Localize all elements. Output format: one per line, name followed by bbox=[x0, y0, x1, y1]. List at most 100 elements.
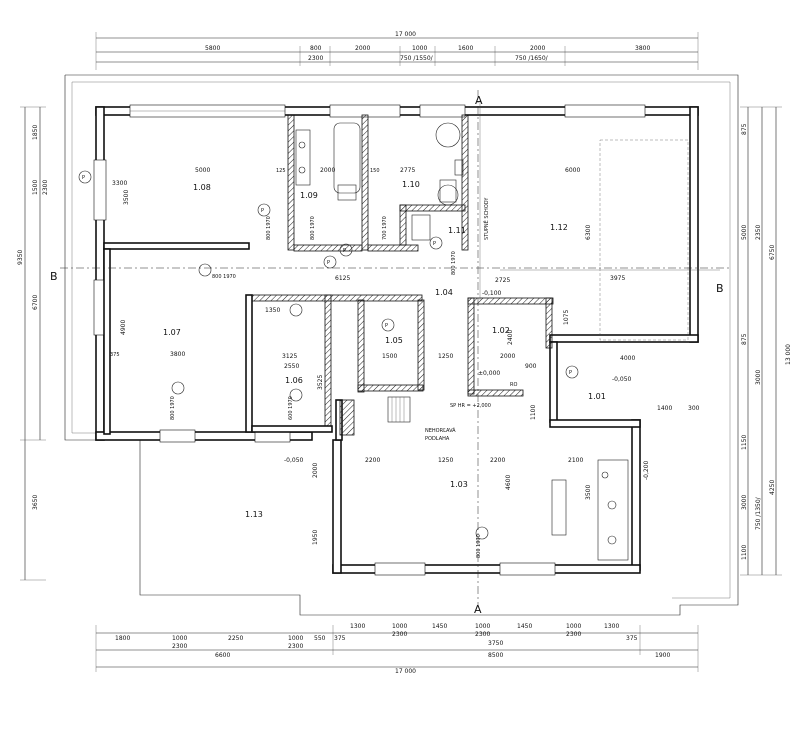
dim-left-4: 9350 bbox=[17, 250, 24, 265]
room-107: 1.07 bbox=[163, 328, 181, 337]
dim-right-7: 3000 bbox=[755, 370, 762, 385]
room-labels: 1.08 1.09 1.10 1.11 1.12 1.07 1.04 1.02 … bbox=[163, 180, 606, 519]
markers: P P P P P P P bbox=[78, 170, 579, 540]
level-2: ±0,000 bbox=[478, 370, 500, 377]
dim-bot-2: 1000 bbox=[172, 635, 187, 642]
level-5: -0,200 bbox=[643, 460, 650, 480]
inner-dim-35: 900 bbox=[525, 363, 537, 370]
dim-left-3: 2300 bbox=[42, 180, 49, 195]
stairs bbox=[387, 396, 411, 423]
dim-right-9: 3000 bbox=[741, 495, 748, 510]
marker-4: P bbox=[569, 370, 572, 376]
inner-dim-33: 2725 bbox=[495, 277, 510, 284]
dim-bot-10: 1450 bbox=[517, 623, 532, 630]
inner-dim-6: 150 bbox=[370, 168, 380, 174]
door-label-1: 800 1970 bbox=[266, 216, 272, 240]
marker-6: P bbox=[343, 248, 346, 254]
inner-dim-29: 1950 bbox=[312, 530, 319, 545]
inner-dim-36: 1100 bbox=[530, 405, 537, 420]
inner-dim-17: 3525 bbox=[317, 375, 324, 390]
dim-bot-11: 1000 bbox=[566, 623, 581, 630]
inner-dim-30: 2000 bbox=[312, 463, 319, 478]
inner-dim-18: 1500 bbox=[382, 353, 397, 360]
section-a-top: A bbox=[475, 94, 483, 107]
dim-top-4: 1000 bbox=[412, 45, 427, 52]
section-b-right: B bbox=[716, 282, 724, 295]
door-label-2: 800 1970 bbox=[310, 216, 316, 240]
inner-dim-8: 6000 bbox=[565, 167, 580, 174]
inner-dim-16: 2550 bbox=[284, 363, 299, 370]
notes: STUPNĚ SCHODY NEHORĽAVÁ PODLAHA SP HR = … bbox=[425, 197, 517, 442]
door-label-4: 800 1970 bbox=[212, 274, 236, 280]
door-label-5: 800 1970 bbox=[170, 396, 176, 420]
dim-bot-misc-1: 375 bbox=[334, 635, 346, 642]
dim-bot-misc-3: 3750 bbox=[488, 640, 503, 647]
level-4: -0,050 bbox=[284, 457, 304, 464]
dim-right-12: 750 /1350/ bbox=[755, 496, 762, 530]
door-label-3: 700 1970 bbox=[382, 216, 388, 240]
marker-7: P bbox=[327, 260, 330, 266]
room-105: 1.05 bbox=[385, 336, 403, 345]
inner-dim-7: 2775 bbox=[400, 167, 415, 174]
dim-bot-5: 550 bbox=[314, 635, 326, 642]
inner-dim-3: 3500 bbox=[123, 190, 130, 205]
inner-dim-28: 4600 bbox=[505, 475, 512, 490]
marker-5: P bbox=[385, 323, 388, 329]
bottom-dimensions: 1800 1000 2250 1000 550 1300 1000 1450 1… bbox=[95, 623, 699, 675]
dim-top-r2-1: 2300 bbox=[308, 55, 323, 62]
inner-dim-4: 125 bbox=[276, 168, 286, 174]
marker-3: P bbox=[433, 241, 436, 247]
dim-right-5: 875 bbox=[741, 333, 748, 345]
inner-dimensions: 5000 3300 3500 125 2000 150 2775 6000 61… bbox=[110, 167, 700, 545]
dim-left-6: 3650 bbox=[32, 495, 39, 510]
dim-bot-misc-2: 375 bbox=[626, 635, 638, 642]
bath-fixtures bbox=[295, 122, 464, 241]
dim-right-3: 2350 bbox=[755, 225, 762, 240]
note-stairs: STUPNĚ SCHODY bbox=[482, 197, 490, 240]
dim-top-3: 2000 bbox=[355, 45, 370, 52]
inner-dim-32: 300 bbox=[688, 405, 700, 412]
inner-dim-2: 3300 bbox=[112, 180, 127, 187]
inner-dim-26: 2100 bbox=[568, 457, 583, 464]
inner-dim-11: 4900 bbox=[120, 320, 127, 335]
section-lines: A A B B bbox=[50, 90, 730, 616]
inner-dim-20: 2000 bbox=[500, 353, 515, 360]
top-dimensions: 17 000 5800 800 2000 1000 1600 2000 3800… bbox=[95, 31, 699, 70]
inner-dim-23: 2200 bbox=[365, 457, 380, 464]
note-sphr: SP HR = +2,000 bbox=[450, 403, 491, 409]
inner-dim-14: 1350 bbox=[265, 307, 280, 314]
level-3: -0,050 bbox=[612, 376, 632, 383]
room-103: 1.03 bbox=[450, 480, 468, 489]
room-106: 1.06 bbox=[285, 376, 303, 385]
dim-top-2: 800 bbox=[310, 45, 322, 52]
levels: -0,100 ±0,000 -0,050 -0,050 -0,200 bbox=[284, 290, 650, 480]
marker-1: P bbox=[82, 175, 85, 181]
inner-dim-37: 6300 bbox=[585, 225, 592, 240]
dim-right-1: 875 bbox=[741, 123, 748, 135]
inner-dim-5: 2000 bbox=[320, 167, 335, 174]
door-label-6: 600 1970 bbox=[288, 396, 294, 420]
inner-dim-31: 1400 bbox=[657, 405, 672, 412]
room-104: 1.04 bbox=[435, 288, 453, 297]
dim-top-r2-3: 750 /1650/ bbox=[515, 55, 549, 62]
room-108: 1.08 bbox=[193, 183, 211, 192]
section-b-left: B bbox=[50, 270, 58, 283]
dim-left-5: 6700 bbox=[32, 295, 39, 310]
door-label-8: 800 1970 bbox=[451, 251, 457, 275]
dim-top-5: 1600 bbox=[458, 45, 473, 52]
inner-dim-24: 1250 bbox=[438, 457, 453, 464]
inner-dim-12: 3800 bbox=[170, 351, 185, 358]
kitchen bbox=[551, 459, 629, 561]
inner-dim-15: 3125 bbox=[282, 353, 297, 360]
dim-bot-r3-1: 6600 bbox=[215, 652, 230, 659]
right-dimensions: 875 5000 2350 6750 875 13 000 3000 1150 … bbox=[740, 106, 792, 576]
dim-bot-r2-1: 2300 bbox=[172, 643, 187, 650]
door-label-7: 800 1970 bbox=[476, 534, 482, 558]
dim-right-10: 4250 bbox=[769, 480, 776, 495]
room-112: 1.12 bbox=[550, 223, 568, 232]
dim-top-r2-2: 750 /1550/ bbox=[400, 55, 434, 62]
room-113: 1.13 bbox=[245, 510, 263, 519]
inner-dim-34: 1075 bbox=[563, 310, 570, 325]
dim-right-6: 13 000 bbox=[785, 344, 792, 365]
